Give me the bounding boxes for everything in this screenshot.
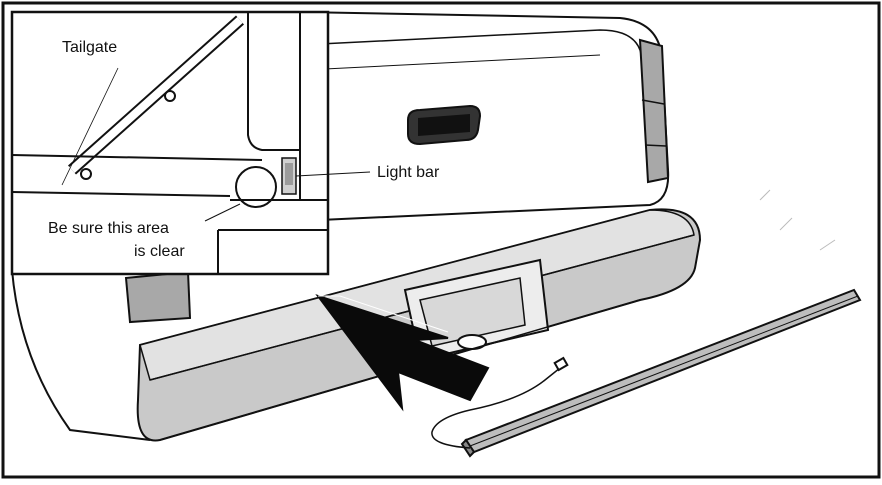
truck-rear bbox=[11, 11, 670, 441]
tailgate-label: Tailgate bbox=[62, 39, 117, 56]
light-bar-label: Light bar bbox=[377, 164, 440, 181]
caution-label-line2: is clear bbox=[134, 243, 185, 260]
clearance-circle-icon bbox=[235, 166, 277, 208]
caution-label-line1: Be sure this area bbox=[48, 220, 169, 237]
light-bar-strip bbox=[431, 288, 862, 458]
motion-marks bbox=[759, 189, 836, 251]
install-arrow-icon bbox=[315, 294, 490, 412]
detail-inset: Tailgate Be sure this area is clear bbox=[10, 10, 371, 276]
